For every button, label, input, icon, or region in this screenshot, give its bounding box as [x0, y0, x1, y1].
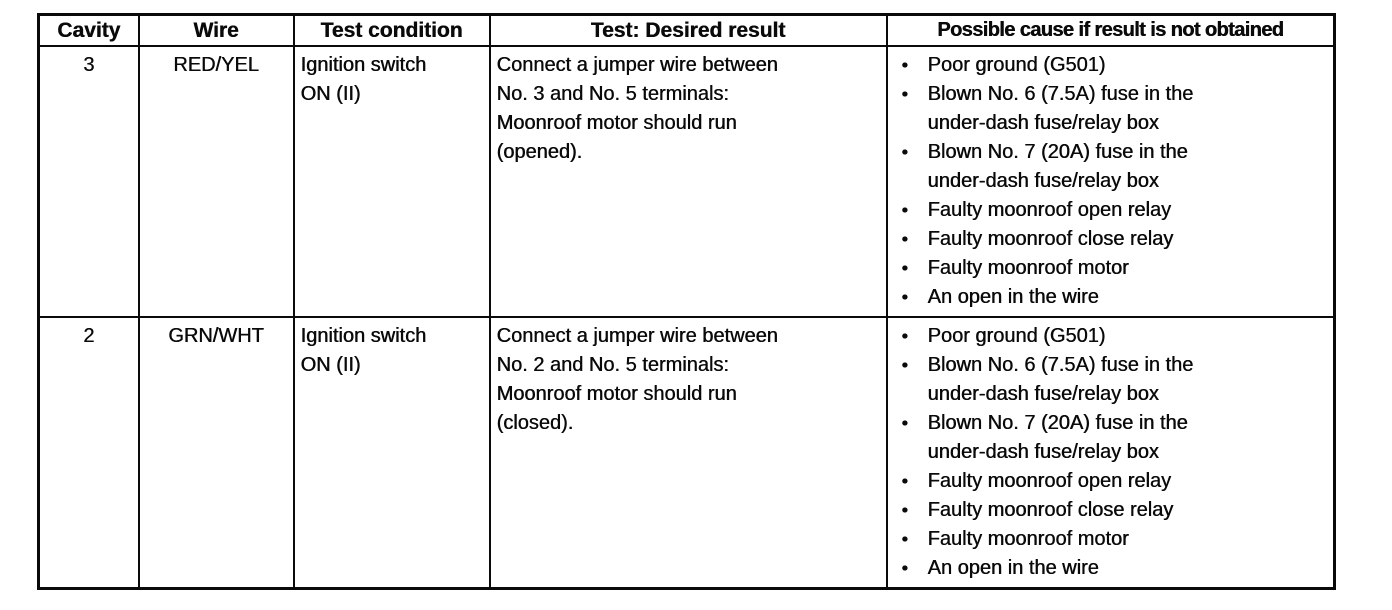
cause-item: An open in the wire: [894, 554, 1328, 583]
header-test-condition: Test condition: [292, 13, 491, 47]
desired-result-value: Connect a jumper wire between No. 3 and …: [488, 45, 888, 318]
test-condition-value: Ignition switch ON (II): [292, 45, 491, 318]
cause-item: Faulty moonroof open relay: [894, 467, 1328, 496]
cause-item: Blown No. 6 (7.5A) fuse in the under-das…: [894, 80, 1328, 138]
wire-value: GRN/WHT: [137, 316, 295, 590]
table-header-row: Cavity Wire Test condition Test: Desired…: [37, 13, 1336, 47]
header-possible-cause: Possible cause if result is not obtained: [885, 13, 1336, 47]
terminal-test-table: Cavity Wire Test condition Test: Desired…: [37, 13, 1336, 590]
cause-item: An open in the wire: [894, 283, 1328, 312]
cause-item: Blown No. 7 (20A) fuse in the under-dash…: [894, 138, 1328, 196]
cavity-value: 3: [37, 45, 140, 318]
desired-result-value: Connect a jumper wire between No. 2 and …: [488, 316, 888, 590]
header-desired-result: Test: Desired result: [488, 13, 888, 47]
cause-item: Faulty moonroof close relay: [894, 225, 1328, 254]
test-condition-value: Ignition switch ON (II): [292, 316, 491, 590]
cause-item: Poor ground (G501): [894, 51, 1328, 80]
cause-item: Poor ground (G501): [894, 322, 1328, 351]
cause-item: Blown No. 7 (20A) fuse in the under-dash…: [894, 409, 1328, 467]
wire-value: RED/YEL: [137, 45, 295, 318]
cause-list: Poor ground (G501) Blown No. 6 (7.5A) fu…: [894, 51, 1328, 312]
possible-causes-cell: Poor ground (G501) Blown No. 6 (7.5A) fu…: [885, 316, 1336, 590]
cavity-value: 2: [37, 316, 140, 590]
possible-causes-cell: Poor ground (G501) Blown No. 6 (7.5A) fu…: [885, 45, 1336, 318]
table-row-cavity-2: 2 GRN/WHT Ignition switch ON (II) Connec…: [37, 316, 1336, 590]
table-row-cavity-3: 3 RED/YEL Ignition switch ON (II) Connec…: [37, 45, 1336, 318]
cause-item: Faulty moonroof motor: [894, 254, 1328, 283]
cause-item: Faulty moonroof close relay: [894, 496, 1328, 525]
header-wire: Wire: [137, 13, 295, 47]
cause-item: Blown No. 6 (7.5A) fuse in the under-das…: [894, 351, 1328, 409]
cause-item: Faulty moonroof open relay: [894, 196, 1328, 225]
cause-item: Faulty moonroof motor: [894, 525, 1328, 554]
header-cavity: Cavity: [37, 13, 140, 47]
cause-list: Poor ground (G501) Blown No. 6 (7.5A) fu…: [894, 322, 1328, 583]
